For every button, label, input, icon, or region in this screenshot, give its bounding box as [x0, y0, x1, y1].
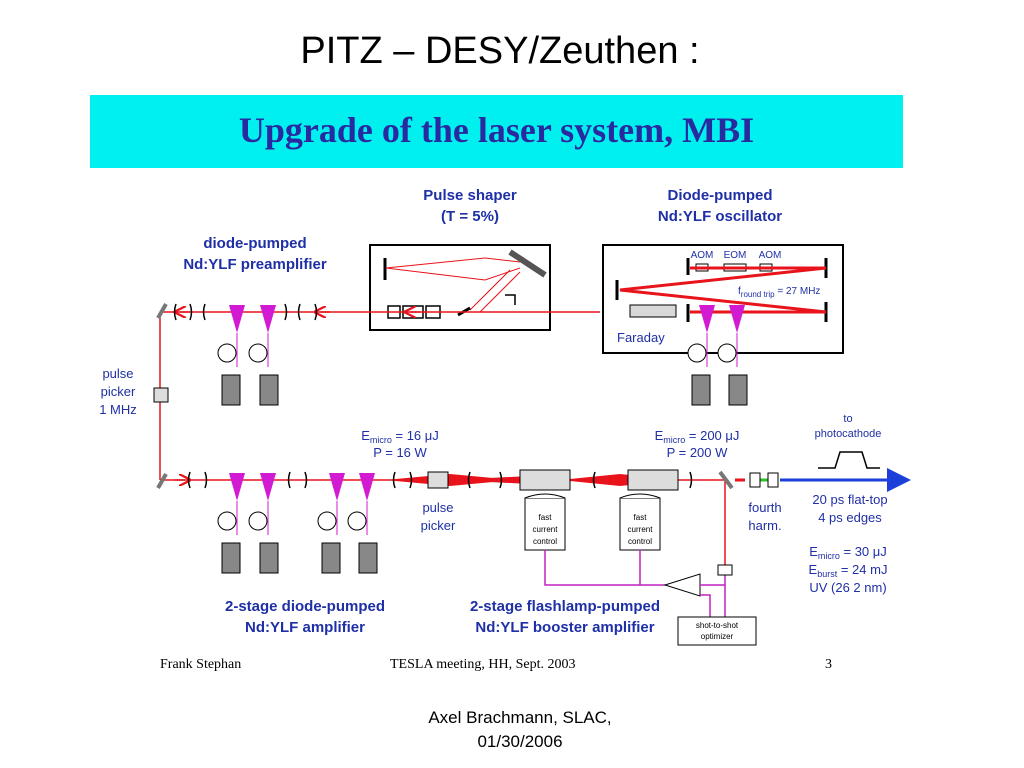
preamp-label: diode-pumped	[203, 235, 306, 252]
booster-label: 2-stage flashlamp-pumped	[470, 598, 660, 615]
fast-current-label-b3: control	[628, 537, 652, 546]
preamp-label-2: Nd:YLF preamplifier	[183, 256, 327, 273]
optimizer-label-2: optimizer	[701, 632, 734, 641]
energy-16: Emicro = 16 μJ	[361, 428, 439, 445]
booster-label-2: Nd:YLF booster amplifier	[475, 619, 654, 636]
pulse-shaper-label: Pulse shaper	[423, 187, 517, 204]
pump-unit	[687, 305, 715, 406]
round-trip-frequency: fround trip = 27 MHz	[738, 286, 820, 299]
inner-footer-meeting: TESLA meeting, HH, Sept. 2003	[390, 657, 576, 672]
amplifier-label-2: Nd:YLF amplifier	[245, 619, 365, 636]
flashlamp-controls	[524, 493, 757, 646]
laser-system-diagram: Pulse shaper (T = 5%) Diode-pumped Nd:YL…	[99, 187, 911, 672]
fourth-harm-label-2: harm.	[748, 518, 781, 533]
pulse-shape	[818, 451, 880, 469]
energy-200: Emicro = 200 μJ	[655, 428, 740, 445]
pump-unit	[217, 473, 245, 574]
pump-unit	[248, 473, 279, 574]
inner-footer-page: 3	[825, 657, 832, 672]
pulse-picker-label: pulse	[102, 366, 133, 381]
to-label: to	[843, 413, 852, 425]
aom1-label: AOM	[691, 250, 714, 261]
slide-footer: Axel Brachmann, SLAC, 01/30/2006	[420, 706, 620, 754]
oscillator-box	[602, 244, 844, 354]
title-banner: Upgrade of the laser system, MBI	[90, 95, 903, 168]
optimizer-label: shot-to-shot	[696, 621, 739, 630]
energy-30: Emicro = 30 μJ	[809, 544, 887, 561]
pump-unit	[248, 305, 279, 406]
fast-current-label-b2: current	[628, 525, 654, 534]
pump-unit	[717, 305, 748, 406]
pulse-picker-bottom: pulse	[422, 500, 453, 515]
power-200: P = 200 W	[667, 445, 729, 460]
pump-unit	[317, 473, 345, 574]
energy-burst: Eburst = 24 mJ	[809, 562, 888, 579]
aom2-label: AOM	[759, 250, 782, 261]
lens-marks	[173, 303, 693, 489]
photocathode-label: photocathode	[815, 428, 882, 440]
fast-current-label-b: fast	[634, 513, 648, 522]
faraday-label: Faraday	[617, 330, 665, 345]
edges-label: 4 ps edges	[818, 510, 882, 525]
pulse-picker-label-2: picker	[101, 384, 136, 399]
pulse-picker-rate: 1 MHz	[99, 402, 137, 417]
pump-unit	[217, 305, 245, 406]
slide-title: PITZ – DESY/Zeuthen :	[300, 30, 700, 72]
power-16: P = 16 W	[373, 445, 427, 460]
diode-pump-units	[217, 305, 748, 574]
flat-top-label: 20 ps flat-top	[812, 492, 887, 507]
footer-author: Axel Brachmann, SLAC,	[428, 708, 612, 727]
inner-footer-author: Frank Stephan	[160, 657, 241, 672]
pulse-shaper-box	[369, 244, 551, 331]
pump-unit	[347, 473, 378, 574]
fast-current-label: fast	[539, 513, 553, 522]
oscillator-label: Diode-pumped	[668, 187, 773, 204]
footer-date: 01/30/2006	[477, 732, 563, 751]
banner-title: Upgrade of the laser system, MBI	[238, 110, 755, 150]
fast-current-label-2: current	[533, 525, 559, 534]
amplifier-label: 2-stage diode-pumped	[225, 598, 385, 615]
oscillator-label-2: Nd:YLF oscillator	[658, 208, 782, 225]
uv-wavelength: UV (26 2 nm)	[809, 580, 886, 595]
fourth-harm-label: fourth	[748, 500, 781, 515]
pulse-shaper-transmission: (T = 5%)	[441, 208, 499, 225]
eom-label: EOM	[724, 250, 747, 261]
fast-current-label-3: control	[533, 537, 557, 546]
pulse-picker-bottom-2: picker	[421, 518, 456, 533]
